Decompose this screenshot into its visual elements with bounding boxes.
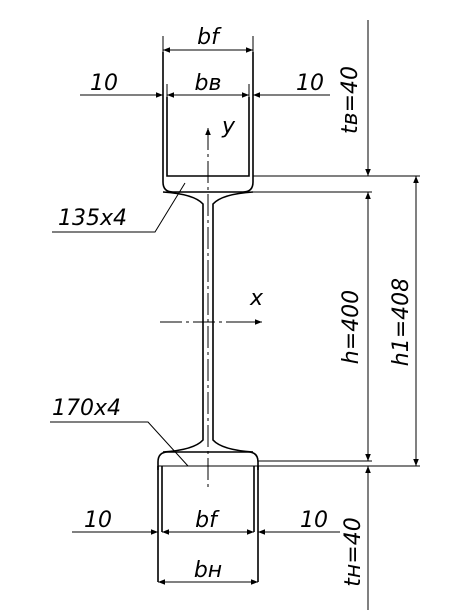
bottom-right-offset-label: 10 <box>300 508 328 533</box>
bottom-plate-label: 170x4 <box>52 396 121 421</box>
h1-label: h1=408 <box>389 278 414 366</box>
axis-lines <box>160 128 262 488</box>
h-label: h=400 <box>339 290 364 364</box>
top-thickness-label: tв=40 <box>338 66 363 134</box>
top-plate-label: 135x4 <box>58 206 127 231</box>
bottom-bn-label: bн <box>194 558 222 583</box>
bottom-bf-label: bf <box>195 508 220 533</box>
top-left-offset-label: 10 <box>90 71 118 96</box>
top-plate-leader <box>52 182 186 233</box>
bottom-plate-leader <box>50 421 189 467</box>
axis-y-label: y <box>221 114 236 139</box>
axis-x-label: x <box>249 286 264 311</box>
bottom-thickness-label: tн=40 <box>341 517 366 586</box>
top-bv-label: bв <box>195 71 222 96</box>
top-right-offset-label: 10 <box>296 71 324 96</box>
top-bf-label: bf <box>197 25 222 50</box>
bottom-left-offset-label: 10 <box>84 508 112 533</box>
